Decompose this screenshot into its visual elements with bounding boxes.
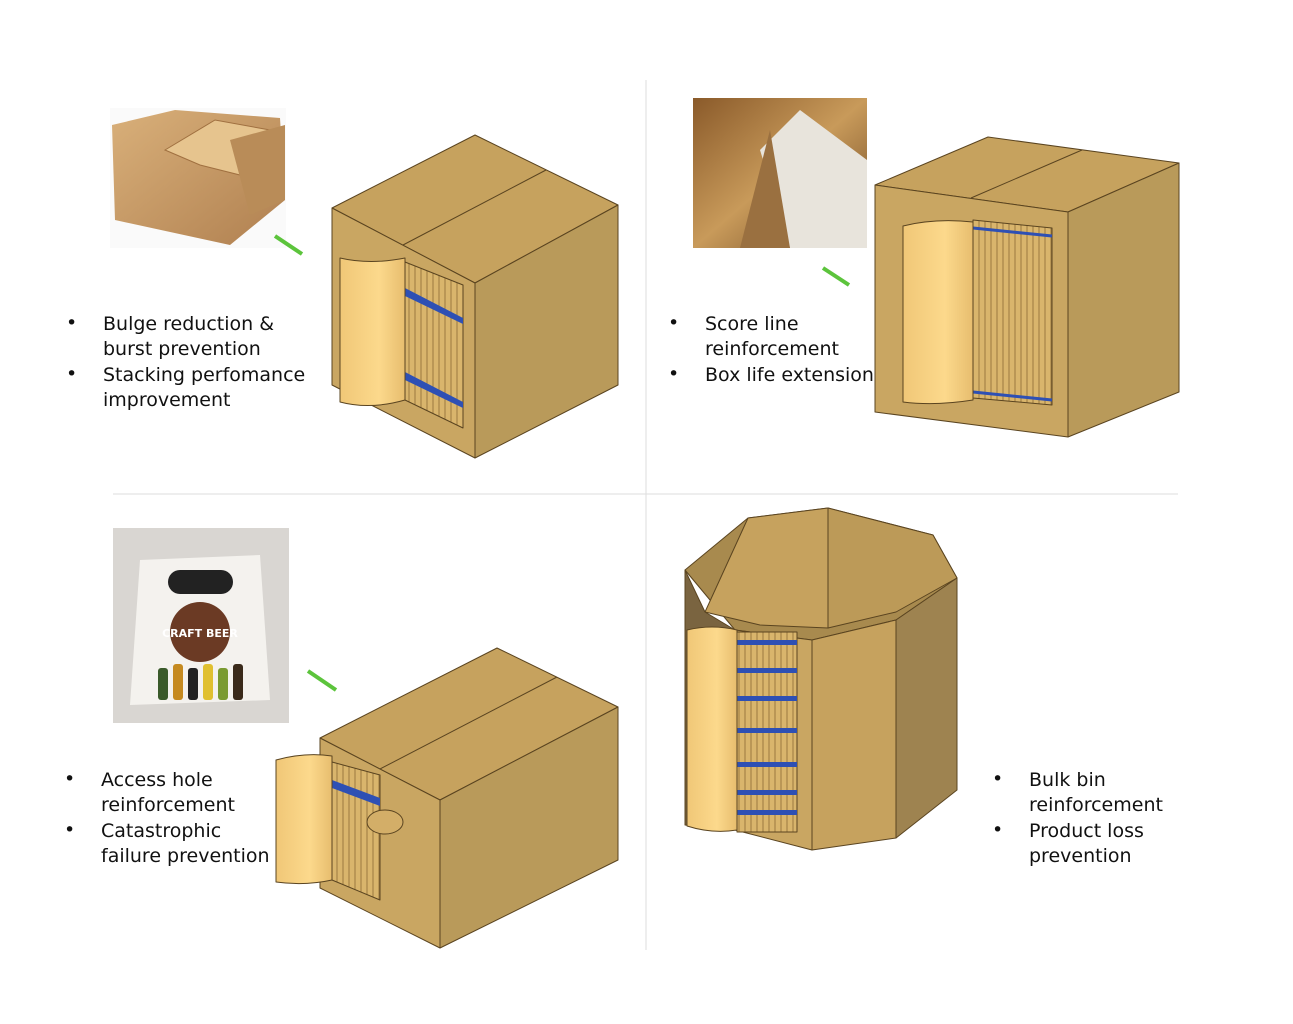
arrow-indicator	[273, 234, 304, 256]
bullet-text: reinforcement	[101, 794, 235, 816]
bullets-access: • Access hole reinforcement • Catastroph…	[64, 768, 270, 867]
bullet-text: Catastrophic	[101, 820, 221, 842]
arrow-indicator	[821, 266, 851, 287]
arrow-indicator	[306, 669, 338, 692]
torn-score-line-photo	[693, 98, 867, 248]
bullet-text: Bulge reduction &	[103, 313, 274, 335]
bullet-text: failure prevention	[101, 845, 270, 867]
bullet-text: burst prevention	[103, 338, 261, 360]
bullet-dot: •	[992, 819, 1003, 841]
crumpled-box-photo	[110, 108, 286, 248]
reinforced-box-2	[874, 136, 1180, 438]
bullet-text: Stacking perfomance	[103, 364, 305, 386]
bullet-text: reinforcement	[705, 338, 839, 360]
bullet-text: improvement	[103, 389, 231, 411]
bullet-text: Access hole	[101, 769, 213, 791]
beer-carrier-photo: CRAFT BEER	[113, 528, 289, 723]
bullet-text: reinforcement	[1029, 794, 1163, 816]
bullet-dot: •	[66, 363, 77, 385]
reinforced-box-3	[275, 647, 619, 949]
bullet-dot: •	[668, 312, 679, 334]
reinforced-box-1	[331, 134, 619, 459]
bullets-bin: • Bulk bin reinforcement • Product loss …	[992, 768, 1163, 867]
bullet-text: Box life extension	[705, 364, 874, 386]
bullet-text: Bulk bin	[1029, 769, 1106, 791]
reinforced-bulk-bin	[684, 507, 958, 851]
craft-beer-logo: CRAFT BEER	[162, 627, 238, 640]
bullet-text: prevention	[1029, 845, 1132, 867]
bullet-text: Score line	[705, 313, 799, 335]
bullet-dot: •	[992, 768, 1003, 790]
bullet-dot: •	[66, 312, 77, 334]
bullets-score: • Score line reinforcement • Box life ex…	[668, 312, 874, 386]
bullet-dot: •	[64, 768, 75, 790]
bullets-bulge: • Bulge reduction & burst prevention • S…	[66, 312, 305, 411]
bullet-text: Product loss	[1029, 820, 1144, 842]
bullet-dot: •	[64, 819, 75, 841]
bullet-dot: •	[668, 363, 679, 385]
